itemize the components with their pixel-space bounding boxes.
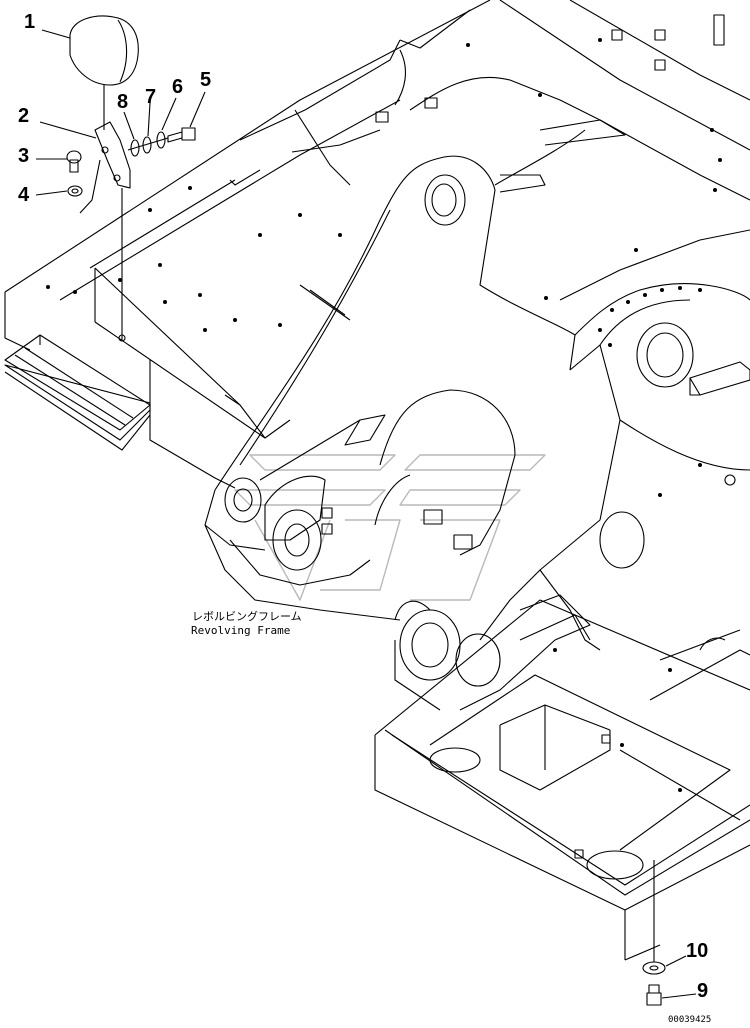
callout-4: 4	[18, 184, 30, 206]
washer-part-10	[642, 860, 666, 975]
bolt-part-5	[167, 127, 196, 143]
callout-10: 10	[686, 940, 709, 962]
bolt-part-3	[66, 150, 82, 173]
part-name-english: Revolving Frame	[191, 624, 291, 637]
washer-part-4	[67, 185, 83, 197]
leader-lines	[35, 29, 697, 999]
access-step	[4, 334, 151, 451]
washer-part-6	[156, 131, 166, 149]
knob-part-1	[69, 15, 139, 130]
callout-5: 5	[200, 69, 212, 91]
callout-8: 8	[117, 91, 129, 113]
callout-9: 9	[697, 980, 709, 1002]
callout-7: 7	[145, 86, 157, 108]
callout-3: 3	[18, 145, 30, 167]
right-frame	[394, 0, 750, 711]
part-name-japanese: レボルビングフレーム	[192, 610, 302, 623]
callout-6: 6	[172, 76, 184, 98]
drawing-code: 00039425	[668, 1015, 712, 1025]
nut-part-8	[127, 137, 169, 157]
watermark-logo	[234, 454, 546, 601]
bracket-part-2	[79, 121, 131, 340]
callout-2: 2	[18, 105, 30, 127]
rear-frame-box	[374, 594, 750, 961]
left-deck	[4, 0, 725, 489]
bolt-part-9	[646, 984, 662, 1006]
callout-1: 1	[24, 11, 36, 33]
boom-mount-towers	[204, 49, 626, 621]
